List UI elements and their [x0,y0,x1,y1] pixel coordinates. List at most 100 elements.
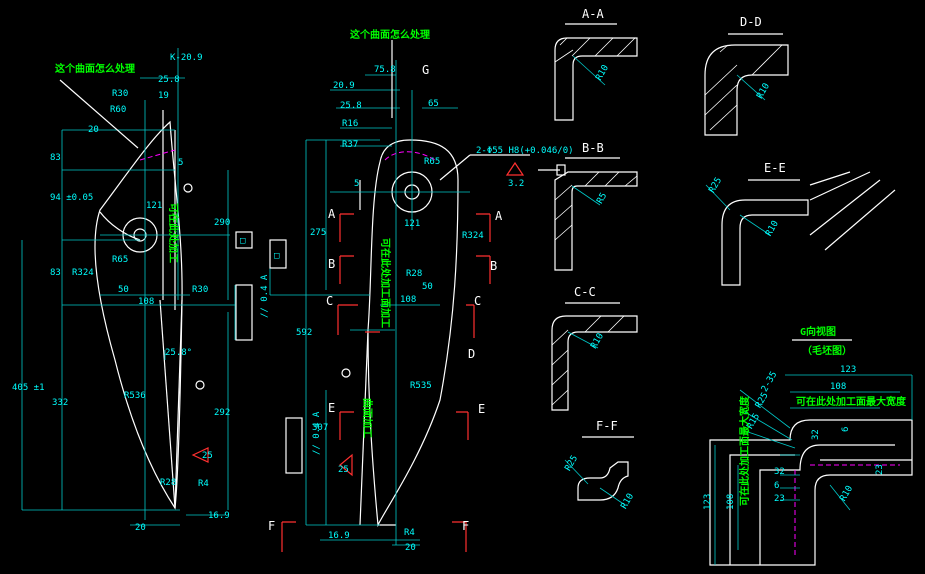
left-dim-290: 290 [214,218,230,228]
mark-b-left: B [328,257,335,271]
middle-roughness-symbol [339,453,353,477]
mid-vertical-note2: 曲面加工 [361,398,374,438]
g-dim-123a: 123 [840,365,856,375]
left-dim-169: 16.9 [208,511,230,521]
left-dim-r30: R30 [112,89,128,99]
g-view-subtitle: （毛坯图） [802,344,852,357]
left-outline [94,120,183,510]
section-ee-title: E-E [764,161,786,175]
g-dim-23: 23 [875,464,885,475]
left-dim-r324: R324 [72,268,94,278]
left-dim-258: 25.8 [158,75,180,85]
left-dim-83a: 83 [50,153,61,163]
middle-flatness-frame [269,239,287,269]
mid-dim-258: 25.8 [340,101,362,111]
section-aa-title: A-A [582,7,604,21]
left-dim-5: 5 [178,158,183,168]
g-view-title: G向视图 [800,325,836,338]
left-tolerance-frame [235,284,253,341]
section-bb [538,157,638,271]
left-dim-94: 94 ±0.05 [50,193,93,203]
mid-vertical-note: 可在此处加工面加工 [379,238,392,328]
mid-dim-r324: R324 [462,231,484,241]
mark-f-left: F [268,519,275,533]
left-tolerance-text: // 0.4 A [260,274,270,318]
mid-dim-32: 3.2 [508,179,524,189]
mid-dim-307: 307 [312,423,328,433]
section-ee-radius1: R25 [707,176,724,195]
left-dim-ang25: 25 [202,451,213,461]
middle-outline [367,139,459,528]
section-ee [705,171,896,286]
g-dim-108: 108 [830,382,846,392]
left-dim-83b: 83 [50,268,61,278]
section-dd-radius: R10 [755,82,772,101]
mid-dim-r16: R16 [342,119,358,129]
g-dim-108b: 108 [726,494,736,510]
g-dim-6: 6 [841,427,851,432]
g-dim-r10: R10 [838,484,855,503]
mid-dim-65: 65 [428,99,439,109]
mid-dim-r28: R28 [406,269,422,279]
mark-c-right: C [474,294,481,308]
section-cc-radius: R10 [589,332,606,351]
mid-dim-592: 592 [296,328,312,338]
mid-dim-r535: R535 [410,381,432,391]
mid-dim-ang25: 25 [338,465,349,475]
left-dim-19: 19 [158,91,169,101]
mid-dim-r65: R65 [424,157,440,167]
section-ff-radius1: R25 [563,454,580,473]
left-dim-k: K-20.9 [170,53,203,63]
section-aa [554,23,638,121]
left-flatness-symbol: □ [240,236,246,246]
section-aa-radius: R10 [594,63,611,82]
g-dim-6b: 6 [774,481,779,491]
mid-dim-5: 5 [354,179,359,189]
left-vertical-note: 可在此处加工 [167,203,180,263]
section-ee-radius2: R10 [764,219,781,238]
middle-tolerance-frame [285,417,303,474]
left-dim-292: 292 [214,408,230,418]
section-cc-title: C-C [574,285,596,299]
section-dd [704,33,789,136]
left-dim-r60: R60 [110,105,126,115]
mid-dim-r4: R4 [404,528,415,538]
view-g-label: G [422,63,429,77]
mid-tolerance-text: // 0.4 A [312,411,322,455]
g-view-note2: 可在此处加工面最大宽度 [738,395,751,506]
section-ff-radius2: R10 [619,492,636,511]
mid-flatness-symbol: □ [274,251,280,261]
mark-f-right: F [462,519,469,533]
mid-dim-209: 20.9 [333,81,355,91]
mark-a-right: A [495,209,503,223]
left-dim-r28: R28 [160,478,176,488]
left-view [21,48,253,526]
g-view [709,339,913,566]
g-view-note1: 可在此处加工面最大宽度 [796,395,907,408]
mark-d: D [468,347,475,361]
left-dim-121: 121 [146,201,162,211]
mark-a-left: A [328,207,336,221]
mid-dim-hole: 2-Φ55 H8(+0.046/0) [476,146,574,156]
left-dim-108: 108 [138,297,154,307]
mid-dim-20: 20 [405,543,416,553]
section-dd-title: D-D [740,15,762,29]
mid-dim-50: 50 [422,282,433,292]
left-dim-258b: 25.8° [165,348,192,358]
hole-roughness-symbol [505,161,525,176]
g-dim-32b: 32 [774,467,785,477]
left-dim-r536: R536 [124,391,146,401]
g-dim-2-35: 2-35 [760,370,780,394]
g-dim-23b: 23 [774,494,785,504]
mid-dim-r37: R37 [342,140,358,150]
mid-dim-169: 16.9 [328,531,350,541]
mark-b-right: B [490,259,497,273]
mid-dim-275: 275 [310,228,326,238]
section-ff-title: F-F [596,419,618,433]
left-dim-405: 405 ±1 [12,383,45,393]
left-flatness-frame [235,231,253,249]
middle-curve-note: 这个曲面怎么处理 [350,28,430,41]
mark-e-left: E [328,401,335,415]
left-curve-note: 这个曲面怎么处理 [55,62,135,75]
